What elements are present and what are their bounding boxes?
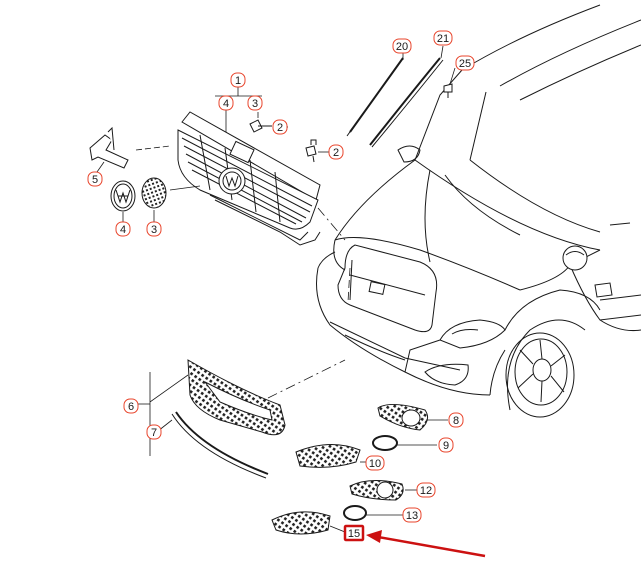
callout-c12: 12 (417, 483, 435, 497)
callout-number: 7 (151, 427, 157, 439)
roof-moldings (347, 58, 443, 147)
emblem-carrier-part (142, 178, 166, 208)
fog-light-grille-part (378, 404, 428, 430)
upper-grille-assembly (178, 112, 320, 245)
callout-number: 21 (437, 33, 449, 45)
callout-number: 20 (396, 41, 408, 53)
callout-c21: 21 (434, 31, 452, 45)
callout-number: 25 (459, 58, 471, 70)
callout-c2a: 2 (273, 120, 287, 134)
highlight-arrow (366, 530, 485, 556)
callout-number: 3 (151, 224, 157, 236)
side-grille-part (296, 444, 360, 467)
callout-number: 9 (443, 440, 449, 452)
ring-alt-part (344, 506, 366, 520)
callout-c8: 8 (449, 413, 463, 427)
callout-number: 4 (223, 98, 229, 110)
side-grille-alt-part (272, 512, 330, 534)
callout-c20: 20 (393, 39, 411, 53)
callout-number: 8 (453, 415, 459, 427)
callout-c7: 7 (147, 425, 161, 439)
callout-c2b: 2 (329, 145, 343, 159)
callout-c15: 15 (345, 526, 363, 540)
callout-c25: 25 (456, 56, 474, 70)
callout-c1: 1 (231, 73, 245, 87)
fog-light-grille-alt-part (350, 480, 403, 500)
callout-c4a: 4 (219, 96, 233, 110)
callout-number: 5 (92, 174, 98, 186)
callout-number: 12 (420, 485, 432, 497)
ring-part (373, 436, 397, 450)
callout-number: 2 (333, 147, 339, 159)
callout-number: 6 (128, 401, 134, 413)
callout-c3b: 3 (147, 222, 161, 236)
callout-c3a: 3 (248, 96, 262, 110)
callout-c10: 10 (366, 456, 384, 470)
bracket-part (90, 128, 128, 168)
callout-number: 13 (406, 510, 418, 522)
callout-number: 15 (348, 528, 360, 540)
callout-c6: 6 (124, 399, 138, 413)
callout-number: 10 (369, 458, 381, 470)
vehicle-front-outline (317, 5, 641, 417)
callout-number: 2 (277, 122, 283, 134)
callout-number: 4 (120, 224, 126, 236)
callout-c9: 9 (439, 438, 453, 452)
lower-grille-part (188, 360, 285, 435)
callout-number: 1 (235, 75, 241, 87)
callout-number: 3 (252, 98, 258, 110)
callout-c4b: 4 (116, 222, 130, 236)
callout-c5: 5 (88, 172, 102, 186)
callout-c13: 13 (403, 508, 421, 522)
vw-emblem-part (111, 181, 135, 211)
